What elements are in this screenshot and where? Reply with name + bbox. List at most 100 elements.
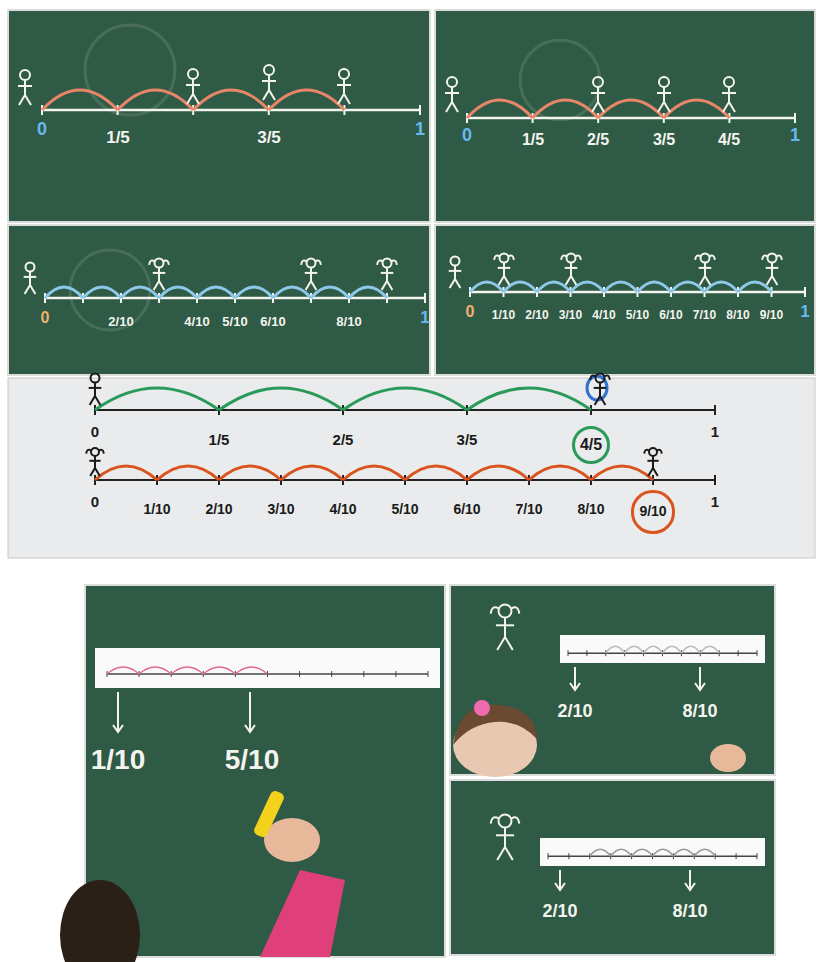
circled-fraction: 9/10 <box>631 490 674 533</box>
fraction-label: 1 <box>711 494 719 511</box>
fraction-label: 2/10 <box>525 309 548 322</box>
stick-figure <box>644 448 662 476</box>
fraction-label: 4/5 <box>718 131 740 149</box>
stick-figure <box>762 254 782 286</box>
fraction-label: 4/5 <box>580 436 602 454</box>
stick-figure <box>695 254 715 286</box>
stick-figure <box>449 257 462 289</box>
fraction-label: 0 <box>37 120 47 140</box>
fraction-label: 3/5 <box>653 131 675 149</box>
child-head <box>60 880 140 962</box>
chalkboard <box>8 10 430 222</box>
fraction-label: 2/10 <box>108 315 133 329</box>
number-line <box>95 388 715 415</box>
stick-figure <box>445 77 459 112</box>
child-hand <box>264 818 320 862</box>
fraction-label: 9/10 <box>760 309 783 322</box>
fraction-label: 0 <box>466 303 475 321</box>
fraction-label: 2/10 <box>557 702 592 722</box>
number-line <box>95 466 715 485</box>
fraction-label: 8/10 <box>726 309 749 322</box>
fraction-label: 1 <box>800 303 809 322</box>
fraction-label: 0 <box>462 126 472 146</box>
fraction-label: 4/10 <box>329 502 356 517</box>
fraction-label: 0 <box>41 309 50 327</box>
chalk-arrow <box>113 692 123 732</box>
fraction-label: 2/5 <box>333 432 354 449</box>
paper-strip <box>95 648 440 688</box>
fraction-label: 6/10 <box>659 309 682 322</box>
chalk-smudge <box>520 40 600 120</box>
marker-pen <box>253 789 286 838</box>
chalk-smudge <box>85 25 175 115</box>
stick-figure <box>86 448 104 476</box>
chalk-arrow <box>245 692 255 732</box>
number-line <box>467 100 795 123</box>
fraction-label: 4/10 <box>184 315 209 329</box>
stick-figure <box>24 263 37 295</box>
stick-figure <box>337 69 351 104</box>
fraction-label: 3/5 <box>257 129 281 148</box>
hair-bow <box>474 700 490 716</box>
fraction-label: 5/10 <box>222 315 247 329</box>
chalk-arrow <box>570 667 580 690</box>
stick-figure <box>590 374 610 406</box>
fraction-label: 2/10 <box>205 502 232 517</box>
fraction-label: 7/10 <box>693 309 716 322</box>
sleeve <box>260 870 345 957</box>
fraction-label: 1 <box>420 309 429 328</box>
stick-figure <box>301 259 321 291</box>
fraction-label: 3/10 <box>267 502 294 517</box>
stick-figure <box>149 259 169 291</box>
fraction-label: 0 <box>91 494 99 511</box>
chalkboard <box>435 225 815 375</box>
fraction-label: 1 <box>711 424 719 441</box>
stick-figure <box>657 77 671 112</box>
number-line <box>45 287 425 303</box>
stick-figure <box>186 69 200 104</box>
stick-figure <box>262 65 276 100</box>
chalkboard <box>450 780 775 955</box>
chalkboard <box>85 585 445 957</box>
fraction-label: 5/10 <box>391 502 418 517</box>
fraction-label: 3/10 <box>559 309 582 322</box>
fraction-label: 1/5 <box>209 432 230 449</box>
stick-figure <box>89 374 102 406</box>
fraction-label: 3/5 <box>457 432 478 449</box>
fraction-label: 2/10 <box>542 902 577 922</box>
fraction-label: 8/10 <box>577 502 604 517</box>
number-line <box>470 282 805 297</box>
chalk-arrow <box>695 667 705 690</box>
chalk-arrow <box>685 870 695 890</box>
stick-figure <box>18 70 32 105</box>
fraction-label: 8/10 <box>672 902 707 922</box>
circled-fraction: 4/5 <box>572 426 610 464</box>
stick-figure <box>491 815 520 861</box>
fraction-label: 1/10 <box>143 502 170 517</box>
fraction-label: 8/10 <box>336 315 361 329</box>
chalk-arrow <box>555 870 565 890</box>
fraction-label: 2/5 <box>587 131 609 149</box>
chalk-smudge <box>70 250 150 330</box>
fraction-label: 1/10 <box>492 309 515 322</box>
fraction-label: 5/10 <box>626 309 649 322</box>
chalkboard <box>435 10 815 222</box>
fraction-label: 6/10 <box>260 315 285 329</box>
fraction-label: 1/5 <box>522 131 544 149</box>
stick-figure <box>591 77 605 112</box>
fraction-label: 5/10 <box>225 745 280 776</box>
child-hand <box>710 744 746 772</box>
fraction-label: 1 <box>415 120 425 140</box>
stick-figure <box>722 77 736 112</box>
stick-figure <box>491 605 520 651</box>
fraction-label: 7/10 <box>515 502 542 517</box>
fraction-label: 0 <box>91 424 99 441</box>
fraction-label: 4/10 <box>592 309 615 322</box>
fraction-label: 6/10 <box>453 502 480 517</box>
fraction-label: 1 <box>790 126 800 146</box>
fraction-label: 9/10 <box>639 504 666 519</box>
chalkboard <box>8 225 430 375</box>
stick-figure <box>561 254 581 286</box>
paper-strip <box>560 635 765 663</box>
